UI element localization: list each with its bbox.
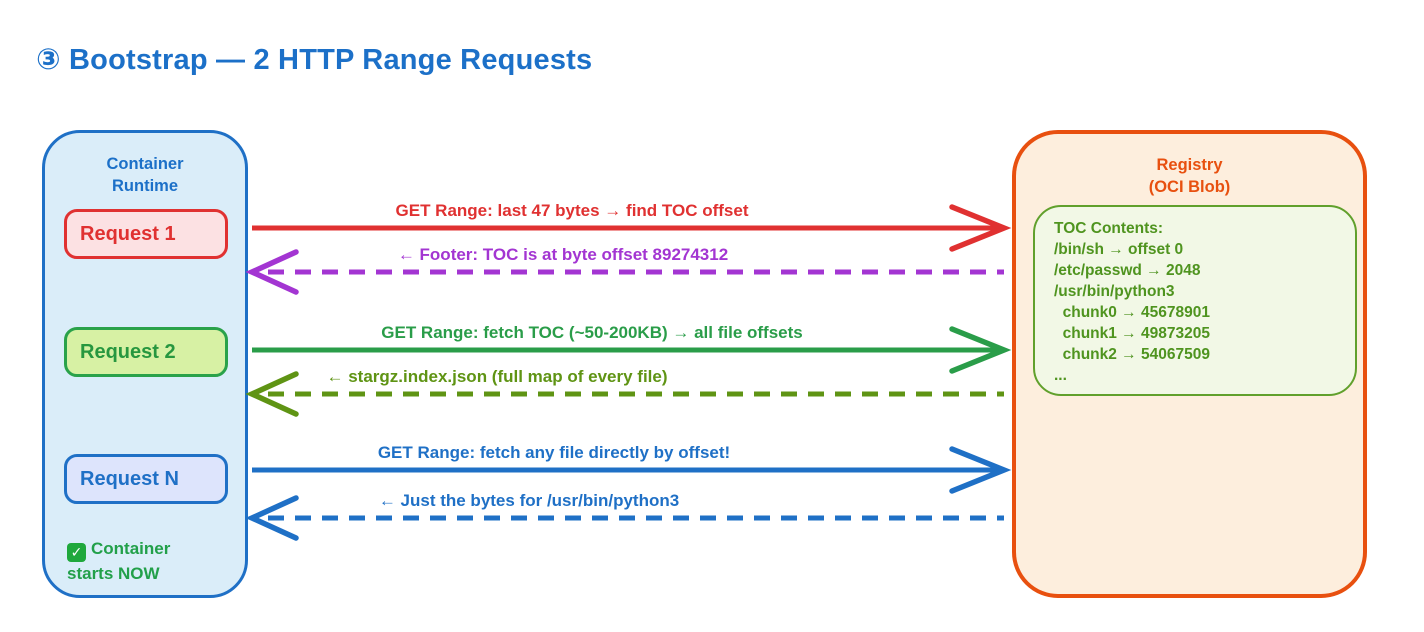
check-icon: ✓ [67,543,86,562]
request-1-label: GET Range: last 47 bytes → find TOC offs… [395,201,749,220]
container-runtime-title-line1: Container [106,155,184,173]
request-n-box: Request N [64,454,228,504]
toc-line: chunk1 → 49873205 [1054,325,1210,342]
response-n-label: ← Just the bytes for /usr/bin/python3 [378,491,680,510]
container-starts-status: ✓Container starts NOW [67,537,217,585]
registry-title: Registry (OCI Blob) [1016,154,1363,198]
page-title: ③ Bootstrap — 2 HTTP Range Requests [36,44,593,76]
registry-panel: Registry (OCI Blob) TOC Contents: /bin/sh… [1012,130,1367,598]
request-2-label: GET Range: fetch TOC (~50-200KB) → all f… [381,323,803,342]
response-2-label: ← stargz.index.json (full map of every f… [326,367,668,386]
request-1-box: Request 1 [64,209,228,259]
container-runtime-title: Container Runtime [45,153,245,197]
toc-line: /bin/sh → offset 0 [1054,241,1184,258]
container-runtime-title-line2: Runtime [112,177,178,195]
status-text: Container starts NOW [67,539,171,583]
toc-line: chunk0 → 45678901 [1054,304,1210,321]
toc-box: TOC Contents: /bin/sh → offset 0/etc/pass… [1033,205,1357,396]
toc-line: ... [1054,367,1067,384]
response-1-label: ← Footer: TOC is at byte offset 89274312 [397,245,729,264]
registry-title-line2: (OCI Blob) [1148,178,1231,196]
request-2-box: Request 2 [64,327,228,377]
toc-line: /usr/bin/python3 [1054,283,1175,300]
toc-line: TOC Contents: [1054,220,1164,237]
toc-line: /etc/passwd → 2048 [1054,262,1201,279]
registry-title-line1: Registry [1156,156,1223,174]
toc-line: chunk2 → 54067509 [1054,346,1210,363]
container-runtime-panel: Container Runtime Request 1 Request 2 Re… [42,130,248,598]
request-n-label: GET Range: fetch any file directly by of… [377,443,731,462]
